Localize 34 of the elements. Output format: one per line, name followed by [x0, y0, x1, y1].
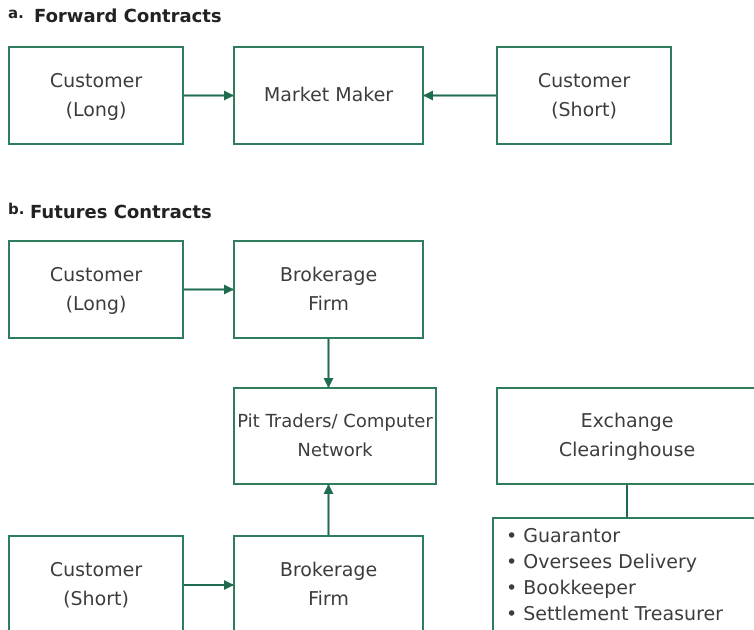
list-item: • Guarantor: [506, 524, 620, 549]
process-box: [233, 46, 424, 145]
box-label: Customer (Long): [48, 262, 144, 316]
box-label: Customer (Short): [48, 558, 144, 612]
list-item: • Bookkeeper: [506, 576, 636, 601]
arrow: [184, 580, 234, 590]
process-box: [8, 535, 184, 630]
process-box: [496, 387, 754, 485]
process-box: [496, 46, 672, 145]
section-heading: Forward Contracts: [34, 6, 222, 27]
section-letter: b.: [8, 200, 24, 218]
arrow: [324, 339, 334, 388]
process-box: [233, 240, 424, 339]
arrow: [423, 90, 496, 100]
feature-list-box: [492, 517, 754, 630]
arrow: [184, 90, 234, 100]
box-label: Pit Traders/ Computer Network: [237, 410, 433, 463]
list-item: • Settlement Treasurer: [506, 602, 723, 627]
box-label: Exchange Clearinghouse: [558, 409, 696, 463]
box-label: Brokerage Firm: [278, 262, 378, 316]
box-label: Customer (Short): [536, 68, 632, 122]
connector-line: [626, 485, 628, 517]
process-box: [233, 535, 424, 630]
box-label: Customer (Long): [48, 68, 144, 122]
process-box: [233, 387, 437, 485]
box-label: Market Maker: [264, 83, 394, 108]
process-box: [8, 240, 184, 339]
list-item: • Oversees Delivery: [506, 550, 698, 575]
arrow: [184, 284, 234, 294]
arrow: [324, 484, 334, 535]
process-box: [8, 46, 184, 145]
box-label: Brokerage Firm: [278, 558, 378, 612]
section-heading: Futures Contracts: [30, 202, 212, 223]
section-letter: a.: [8, 4, 24, 22]
